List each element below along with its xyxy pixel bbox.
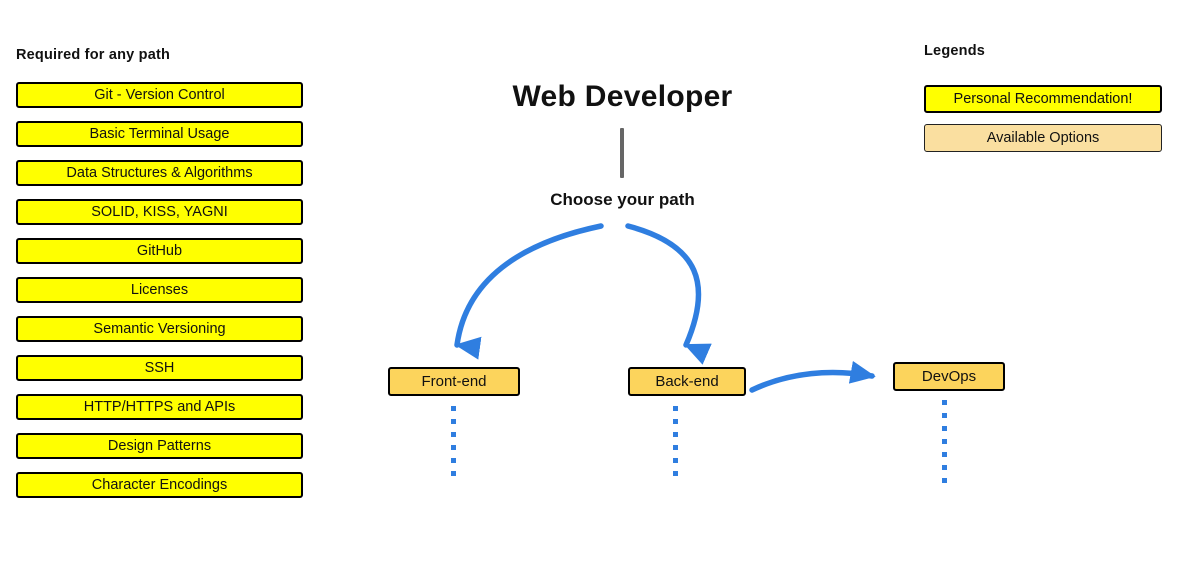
path-continuation-dot — [942, 465, 947, 470]
legends-section-heading: Legends — [924, 43, 986, 59]
path-continuation-dot — [451, 406, 456, 411]
required-topic-label: SOLID, KISS, YAGNI — [91, 203, 228, 220]
path-continuation-dot — [451, 445, 456, 450]
required-topic-label: Git - Version Control — [94, 86, 225, 103]
path-node-label: Front-end — [421, 373, 487, 390]
required-topic-label: Semantic Versioning — [93, 320, 226, 337]
required-topic-item[interactable]: Design Patterns — [16, 433, 303, 459]
path-continuation-dot — [942, 426, 947, 431]
required-topic-item[interactable]: Licenses — [16, 277, 303, 303]
path-node-front-end[interactable]: Front-end — [388, 367, 520, 396]
legend-label: Personal Recommendation! — [953, 90, 1133, 107]
required-topic-item[interactable]: SOLID, KISS, YAGNI — [16, 199, 303, 225]
arrow-backend-to-devops — [749, 360, 876, 393]
choose-your-path-label: Choose your path — [550, 190, 695, 209]
path-node-label: Back-end — [655, 373, 719, 390]
path-continuation-dot — [673, 445, 678, 450]
required-topic-label: Character Encodings — [91, 476, 228, 493]
required-topic-label: Basic Terminal Usage — [89, 125, 230, 142]
path-continuation-dot — [673, 471, 678, 476]
required-topic-item[interactable]: SSH — [16, 355, 303, 381]
path-continuation-dot — [942, 413, 947, 418]
path-continuation-dot — [451, 419, 456, 424]
required-topic-label: Design Patterns — [107, 437, 212, 454]
path-continuation-dot — [451, 471, 456, 476]
dotted-continuation-front-end — [451, 406, 456, 484]
path-node-label: DevOps — [921, 368, 977, 385]
required-topic-item[interactable]: Git - Version Control — [16, 82, 303, 108]
required-section-heading: Required for any path — [16, 47, 171, 63]
required-topics-list: Git - Version Control Basic Terminal Usa… — [16, 82, 303, 511]
path-continuation-dot — [451, 458, 456, 463]
required-topic-item[interactable]: Character Encodings — [16, 472, 303, 498]
legend-personal-recommendation: Personal Recommendation! — [924, 85, 1162, 113]
path-node-devops[interactable]: DevOps — [893, 362, 1005, 391]
path-continuation-dot — [673, 458, 678, 463]
required-topic-item[interactable]: GitHub — [16, 238, 303, 264]
required-topic-item[interactable]: HTTP/HTTPS and APIs — [16, 394, 303, 420]
path-node-back-end[interactable]: Back-end — [628, 367, 746, 396]
path-continuation-dot — [942, 452, 947, 457]
path-continuation-dot — [673, 406, 678, 411]
title-connector-line — [620, 128, 624, 178]
path-continuation-dot — [942, 400, 947, 405]
path-continuation-dot — [673, 419, 678, 424]
path-continuation-dot — [942, 439, 947, 444]
legend-available-options: Available Options — [924, 124, 1162, 152]
required-topic-label: Licenses — [130, 281, 189, 298]
required-topic-label: HTTP/HTTPS and APIs — [83, 398, 236, 415]
arrow-to-frontend — [454, 223, 604, 360]
required-topic-item[interactable]: Data Structures & Algorithms — [16, 160, 303, 186]
dotted-continuation-back-end — [673, 406, 678, 484]
required-topic-label: SSH — [144, 359, 175, 376]
required-topic-item[interactable]: Basic Terminal Usage — [16, 121, 303, 147]
dotted-continuation-devops — [942, 400, 947, 491]
required-topic-label: GitHub — [136, 242, 183, 259]
required-topic-label: Data Structures & Algorithms — [66, 164, 253, 181]
legend-label: Available Options — [986, 129, 1100, 146]
path-continuation-dot — [673, 432, 678, 437]
required-topic-item[interactable]: Semantic Versioning — [16, 316, 303, 342]
page-title: Web Developer — [512, 80, 733, 113]
arrow-to-backend — [625, 223, 712, 365]
path-continuation-dot — [942, 478, 947, 483]
path-continuation-dot — [451, 432, 456, 437]
